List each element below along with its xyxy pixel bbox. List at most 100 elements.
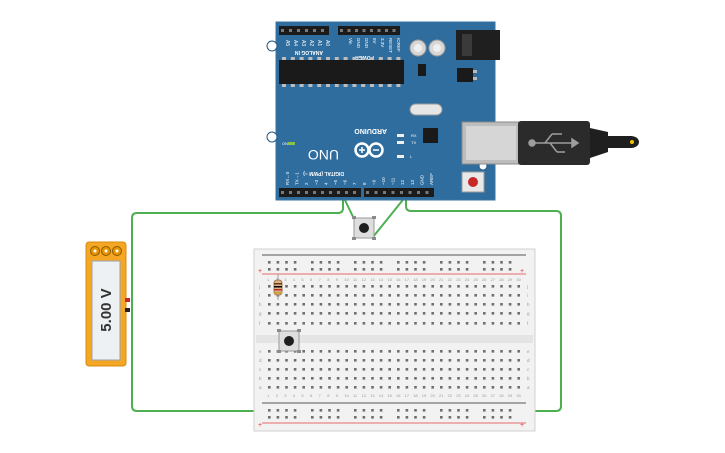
row-letter: a	[527, 385, 530, 390]
plus-sign: +	[258, 268, 262, 275]
wire-pin7-to-button[interactable]	[131, 193, 344, 412]
digital-pin-label: ~11	[391, 177, 396, 185]
power-pin-label: 3.3V	[380, 38, 385, 47]
mounting-hole	[266, 40, 278, 52]
column-number: 19	[422, 393, 427, 398]
digital-pin-label: 13	[410, 179, 415, 185]
chip-pins	[282, 57, 401, 87]
row-letter: j	[526, 284, 528, 289]
analog-header	[279, 26, 329, 35]
column-number: 20	[430, 277, 435, 282]
on-led	[288, 142, 295, 145]
column-number: 15	[387, 393, 392, 398]
power-header	[338, 26, 400, 35]
row-letter: e	[259, 349, 262, 354]
multimeter-reading: 5.00 V	[98, 288, 115, 331]
row-letter: j	[258, 284, 260, 289]
column-number: 3	[284, 393, 287, 398]
on-label: ON	[282, 141, 288, 146]
digital-pin-label: 8	[362, 182, 367, 185]
crystal-oscillator	[409, 103, 443, 116]
column-number: 9	[336, 277, 339, 282]
analog-pin-label: A4	[292, 40, 298, 46]
column-number: 24	[465, 277, 470, 282]
column-number: 17	[405, 277, 410, 282]
digital-header-right	[364, 188, 434, 197]
column-number: 13	[370, 277, 375, 282]
column-number: 26	[482, 277, 487, 282]
row-letter: d	[259, 358, 262, 363]
probe-positive[interactable]	[125, 298, 130, 302]
mounting-hole	[266, 131, 278, 143]
model-label: UNO	[308, 147, 339, 163]
plus-sign: +	[520, 268, 524, 275]
row-letter: g	[527, 311, 530, 316]
column-number: 21	[439, 393, 444, 398]
digital-pin-label: 4	[323, 182, 328, 185]
column-number: 15	[387, 277, 392, 282]
column-number: 13	[370, 393, 375, 398]
digital-pin-label: 2	[304, 182, 309, 185]
row-letter: i	[259, 293, 260, 298]
column-number: 29	[508, 277, 513, 282]
plus-sign: +	[258, 422, 262, 429]
column-number: 8	[327, 393, 330, 398]
row-letter: f	[527, 321, 529, 326]
digital-header-left	[279, 188, 361, 197]
column-number: 17	[405, 393, 410, 398]
header-holes	[281, 29, 429, 194]
plus-sign: +	[520, 422, 524, 429]
l-led	[397, 155, 404, 158]
column-number: 19	[422, 277, 427, 282]
center-channel	[256, 335, 533, 343]
column-number: 6	[310, 393, 313, 398]
wire-gnd-to-rail[interactable]	[405, 193, 562, 412]
column-number: 21	[439, 277, 444, 282]
arduino-logo	[354, 142, 384, 158]
column-number: 18	[413, 393, 418, 398]
usb-icon	[528, 133, 580, 153]
column-number: 9	[336, 393, 339, 398]
column-number: 16	[396, 277, 401, 282]
analog-in-label: ANALOG IN	[295, 49, 323, 55]
l-label: L	[410, 154, 413, 159]
column-number: 27	[491, 393, 496, 398]
digital-pin-label: ~6	[343, 179, 348, 185]
analog-pin-label: A3	[300, 40, 306, 46]
column-number: 11	[353, 393, 358, 398]
breadboard-push-button[interactable]	[277, 329, 301, 353]
probe-negative[interactable]	[125, 308, 130, 312]
column-number: 30	[516, 393, 521, 398]
row-letter: f	[259, 321, 261, 326]
wire-button-to-gnd[interactable]	[372, 195, 407, 238]
multimeter[interactable]: 5.00 V	[85, 241, 130, 367]
column-number: 18	[413, 277, 418, 282]
analog-pin-label: A2	[308, 40, 314, 46]
resistor[interactable]	[273, 274, 283, 300]
power-pin-label: IOREF	[396, 38, 401, 52]
row-letter: c	[527, 367, 530, 372]
row-letter: b	[527, 376, 530, 381]
digital-pin-label: GND	[419, 174, 424, 185]
column-number: 3	[284, 277, 287, 282]
row-letter: e	[527, 349, 530, 354]
column-number: 22	[448, 393, 453, 398]
column-number: 14	[379, 393, 384, 398]
column-number: 24	[465, 393, 470, 398]
multimeter-display	[91, 260, 121, 361]
column-number: 7	[319, 393, 322, 398]
column-number: 16	[396, 393, 401, 398]
usb-cable[interactable]	[518, 121, 639, 165]
usb-chip	[423, 128, 438, 143]
row-letter: b	[259, 376, 262, 381]
digital-pin-label: ~9	[371, 179, 376, 185]
column-number: 2	[276, 393, 279, 398]
column-number: 4	[293, 277, 296, 282]
power-pin-label: 5V	[372, 38, 377, 44]
row-letter: h	[527, 302, 530, 307]
push-button[interactable]	[352, 216, 376, 240]
